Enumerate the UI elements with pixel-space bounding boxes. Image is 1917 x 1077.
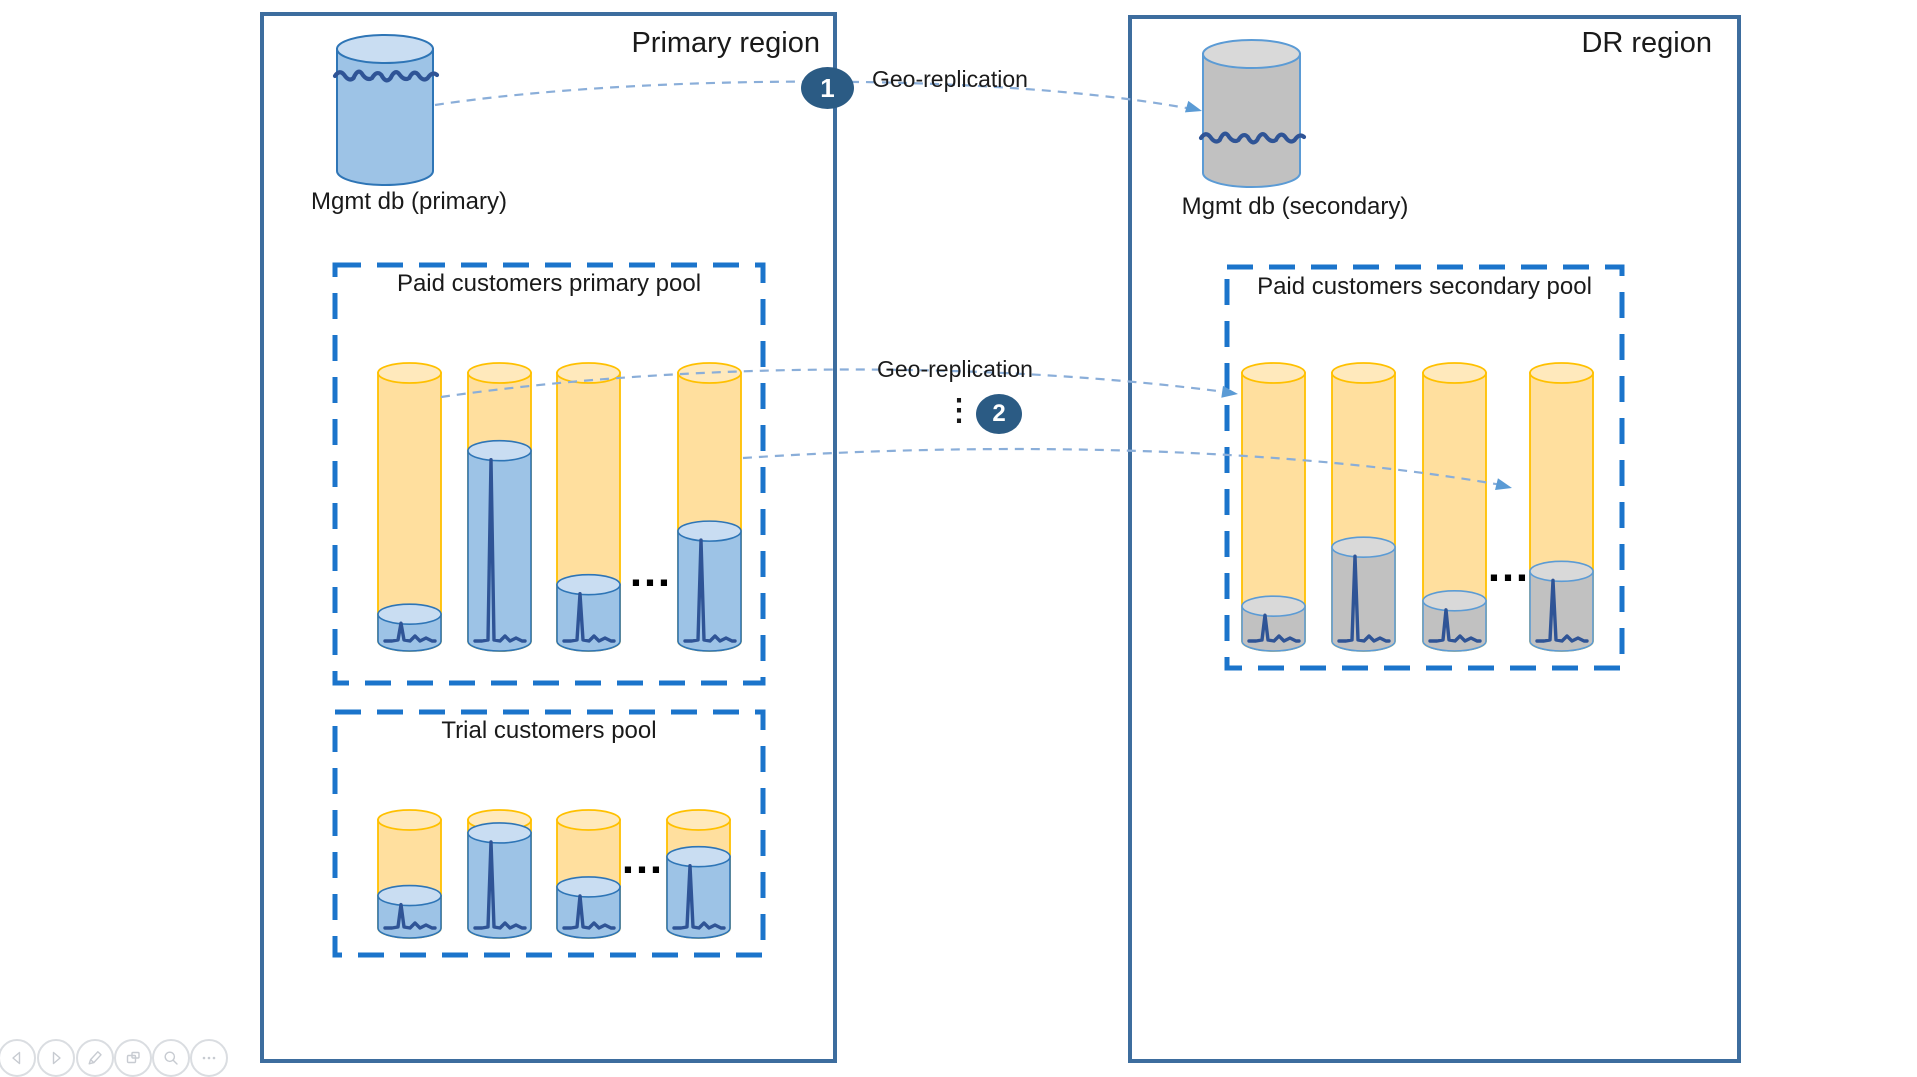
geo-replication-arrow-1-arrowhead xyxy=(1184,100,1202,113)
primary-pool-db-cylinder-2-usage-wave xyxy=(473,458,527,643)
trial-pool-db-cylinder-4-top xyxy=(666,809,731,831)
primary-pool-db-cylinder-4-liquid-body xyxy=(677,530,742,652)
primary-pool-db-cylinder-3-liquid-body xyxy=(556,583,621,652)
secondary-pool-db-cylinder-1-liquid-top xyxy=(1241,595,1306,617)
geo-replication-arrow-2b xyxy=(742,447,1508,488)
all-slides-button[interactable] xyxy=(114,1039,152,1077)
primary-pool-db-cylinder-2-liquid-top xyxy=(467,439,532,462)
secondary-pool-db-cylinder-4-liquid-body xyxy=(1529,570,1594,652)
previous-slide-button[interactable] xyxy=(0,1039,36,1077)
slideshow-toolbar xyxy=(0,1039,260,1077)
mgmt-db-primary-squiggle xyxy=(332,69,440,83)
secondary-pool-db-cylinder-4-usage-wave xyxy=(1535,578,1589,643)
secondary-pool-border xyxy=(1224,264,1625,671)
trial-pool-db-cylinder-2-liquid-top xyxy=(467,822,532,844)
next-slide-button[interactable] xyxy=(37,1039,75,1077)
trial-pool-db-cylinder-3-usage-wave xyxy=(562,894,616,930)
mgmt-db-secondary-cylinder-top xyxy=(1202,39,1301,69)
primary-region-box xyxy=(260,12,837,1063)
secondary-pool-db-cylinder-4-top xyxy=(1529,362,1594,384)
mgmt-db-primary-cylinder-body xyxy=(336,48,434,186)
trial-pool-db-cylinder-3-liquid-top xyxy=(556,876,621,898)
secondary-pool-db-cylinder-3-liquid-top xyxy=(1422,589,1487,612)
primary-pool-ellipsis: … xyxy=(628,547,672,596)
primary-pool-db-cylinder-1-liquid-top xyxy=(377,603,442,626)
mgmt-db-secondary-label: Mgmt db (secondary) xyxy=(1181,193,1409,220)
primary-pool-db-cylinder-2-liquid-body xyxy=(467,449,532,652)
secondary-pool-db-cylinder-2-top xyxy=(1331,362,1396,384)
primary-pool-db-cylinder-2-top xyxy=(467,362,532,384)
step-1-badge: 1 xyxy=(801,67,854,109)
trial-pool-title: Trial customers pool xyxy=(441,717,657,744)
trial-pool-db-cylinder-2-liquid-body xyxy=(467,832,532,939)
secondary-pool-db-cylinder-3-usage-wave xyxy=(1428,608,1482,643)
primary-pool-title: Paid customers primary pool xyxy=(396,270,702,297)
secondary-pool-db-cylinder-1-top xyxy=(1241,362,1306,384)
secondary-pool-title: Paid customers secondary pool xyxy=(1257,273,1592,300)
next-slide-icon xyxy=(52,1051,61,1065)
mgmt-db-secondary-squiggle xyxy=(1198,131,1307,145)
geo-replication-arrow-2a xyxy=(440,368,1234,399)
trial-pool-db-cylinder-1-liquid-top xyxy=(377,884,442,907)
secondary-pool-db-cylinder-4-liquid-top xyxy=(1529,560,1594,583)
trial-pool-border xyxy=(332,709,766,958)
step-1-number: 1 xyxy=(820,72,835,103)
previous-slide-icon xyxy=(12,1051,21,1065)
geo-replication-arrow-2a-arrowhead xyxy=(1221,385,1238,398)
zoom-button[interactable] xyxy=(152,1039,190,1077)
mgmt-db-secondary-cylinder-body xyxy=(1202,53,1301,188)
trial-pool-ellipsis: … xyxy=(620,834,664,883)
dr-region-box xyxy=(1128,15,1741,1063)
secondary-pool-db-cylinder-2-liquid-body xyxy=(1331,546,1396,652)
pen-icon xyxy=(88,1051,102,1065)
secondary-pool-db-cylinder-3-top xyxy=(1422,362,1487,384)
zoom-icon xyxy=(164,1051,178,1065)
trial-pool-db-cylinder-2-usage-wave xyxy=(473,840,527,930)
secondary-pool-db-cylinder-2-usage-wave xyxy=(1337,554,1391,643)
all-slides-icon xyxy=(126,1051,140,1064)
primary-pool-db-cylinder-4-usage-wave xyxy=(683,538,737,643)
geo-replication-arrow-2b-arrowhead xyxy=(1495,478,1512,490)
step-2-badge: 2 xyxy=(976,394,1022,434)
trial-pool-db-cylinder-4-usage-wave xyxy=(672,864,726,930)
trial-pool-db-cylinder-4-liquid-top xyxy=(666,845,731,868)
secondary-pool-ellipsis: … xyxy=(1486,542,1530,591)
trial-pool-db-cylinder-1-usage-wave xyxy=(383,902,437,930)
primary-pool-border xyxy=(332,262,766,686)
trial-pool-db-cylinder-1-top xyxy=(377,809,442,831)
primary-pool-db-cylinder-1-usage-wave xyxy=(383,621,437,643)
mgmt-db-primary-label: Mgmt db (primary) xyxy=(310,188,508,215)
primary-pool-db-cylinder-1-top xyxy=(377,362,442,384)
step-2-vertical-dots: ⋮ xyxy=(944,394,974,427)
primary-pool-db-cylinder-4-liquid-top xyxy=(677,520,742,542)
mgmt-db-primary-cylinder-top xyxy=(336,34,434,64)
trial-pool-db-cylinder-4-liquid-body xyxy=(666,855,731,939)
trial-pool-db-cylinder-3-top xyxy=(556,809,621,831)
primary-pool-db-cylinder-3-usage-wave xyxy=(562,592,616,643)
primary-pool-db-cylinder-4-top xyxy=(677,362,742,384)
primary-pool-db-cylinder-3-liquid-top xyxy=(556,573,621,596)
geo-replication-label-2: Geo-replication xyxy=(877,356,1033,382)
step-2-number: 2 xyxy=(992,400,1006,427)
secondary-pool-db-cylinder-1-usage-wave xyxy=(1247,613,1301,643)
primary-region-title: Primary region xyxy=(631,27,820,59)
pen-button[interactable] xyxy=(76,1039,114,1077)
secondary-pool-db-cylinder-2-liquid-top xyxy=(1331,536,1396,559)
geo-replication-label-1: Geo-replication xyxy=(872,66,1028,92)
more-options-button[interactable] xyxy=(190,1039,228,1077)
dr-region-title: DR region xyxy=(1581,27,1712,59)
more-options-icon xyxy=(202,1056,216,1060)
